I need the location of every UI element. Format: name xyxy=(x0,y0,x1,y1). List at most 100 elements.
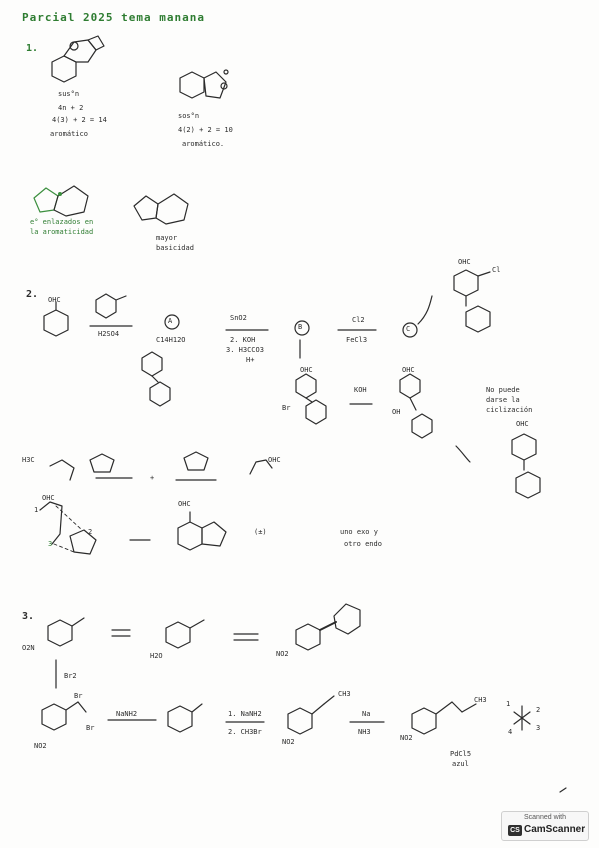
label-adduct-ohc: OHC xyxy=(42,494,55,502)
label-racemic: (±) xyxy=(254,528,267,536)
label-fecl3: FeCl3 xyxy=(346,336,368,344)
note-1-line-4: aromático xyxy=(50,130,88,138)
product-c-structure xyxy=(453,269,491,333)
benzyl-ring xyxy=(95,293,127,319)
label-br2: Br2 xyxy=(64,672,77,680)
circle-a xyxy=(164,314,180,330)
label-frag-2: 2 xyxy=(536,706,541,714)
note-no-cyc-1: No puede xyxy=(486,386,520,394)
label-no2-b: NO2 xyxy=(276,650,289,658)
biphenyl-structure-a xyxy=(141,351,171,407)
label-prod-ohc-da: OHC xyxy=(178,500,191,508)
cyclohexene-product xyxy=(295,603,361,651)
label-br-top: Br xyxy=(74,692,83,700)
label-no2-d: NO2 xyxy=(282,738,295,746)
note-exo-2: otro endo xyxy=(344,540,382,548)
green-note-line-1: e° enlazados en xyxy=(30,218,94,226)
diene-right xyxy=(249,459,273,475)
label-br: Br xyxy=(282,404,291,412)
bicyclic-adduct xyxy=(177,511,227,551)
fused-aromatic-structure-a xyxy=(51,35,105,83)
alkyne-ring xyxy=(165,619,205,649)
label-adduct-3: 3 xyxy=(48,540,53,548)
styrene-ring xyxy=(167,703,203,733)
methylalkyne-ring xyxy=(287,695,335,735)
label-br-bot: Br xyxy=(86,724,95,732)
section-1-number: 1. xyxy=(26,43,39,54)
nitrostyrene-ring xyxy=(47,617,85,647)
note-2-line-3: aromático. xyxy=(182,140,225,148)
note-no-cyc-2: darse la xyxy=(486,396,520,404)
maleic-anhydride-b xyxy=(183,451,209,471)
green-note-line-2: la aromaticidad xyxy=(30,228,94,236)
benzaldehyde-ring xyxy=(43,301,69,337)
bicyclic-structure-plain xyxy=(133,193,189,225)
label-h2so4: H2SO4 xyxy=(98,330,120,338)
label-circle-a: A xyxy=(168,317,173,325)
label-r2-bot: 2. CH3Br xyxy=(228,728,262,736)
note-1-line-3: 4(3) + 2 = 14 xyxy=(52,116,107,124)
label-adduct-2: 2 xyxy=(88,528,93,536)
label-ch3: CH3 xyxy=(338,690,351,698)
label-cl2: Cl2 xyxy=(352,316,365,324)
label-prod-cl: Cl xyxy=(492,266,501,274)
circle-c xyxy=(402,322,418,338)
section-2-number: 2. xyxy=(26,289,39,300)
label-circle-b: B xyxy=(298,323,303,331)
maleic-anhydride-a xyxy=(89,453,115,473)
label-pdcl5: PdCl5 xyxy=(450,750,472,758)
note-2-line-2: 4(2) + 2 = 10 xyxy=(178,126,233,134)
fused-aromatic-structure-b xyxy=(179,69,229,99)
page-mark xyxy=(559,787,567,793)
label-no2-c: NO2 xyxy=(34,742,47,750)
camscanner-logo-icon: CS xyxy=(508,825,522,836)
label-o2n: O2N xyxy=(22,644,35,652)
label-h2o: H2O xyxy=(150,652,163,660)
diene-left xyxy=(49,459,75,481)
intermediate-b-structure xyxy=(295,373,327,425)
note-2-line-1: sos°n xyxy=(178,112,200,120)
dibromide-ring xyxy=(41,701,87,731)
label-prod-ohc: OHC xyxy=(458,258,471,266)
diels-alder-transition xyxy=(39,501,97,555)
basicity-line-2: basicidad xyxy=(156,244,194,252)
label-nanh2: NaNH2 xyxy=(116,710,138,718)
page-title: Parcial 2025 tema manana xyxy=(22,11,205,24)
label-formula: C14H12O xyxy=(156,336,186,344)
label-frag-3: 3 xyxy=(536,724,541,732)
label-ohc-1: OHC xyxy=(48,296,61,304)
label-azul: azul xyxy=(452,760,469,768)
label-na: Na xyxy=(362,710,371,718)
label-cond-h: H+ xyxy=(246,356,255,364)
label-cond-1: SnO2 xyxy=(230,314,247,322)
note-no-cyc-3: ciclización xyxy=(486,406,533,414)
label-ch3-e: CH3 xyxy=(474,696,487,704)
camscanner-brand: CamScanner xyxy=(524,824,586,835)
label-adduct-1: 1 xyxy=(34,506,39,514)
trans-alkene-ring xyxy=(411,701,477,735)
note-1-line-1: sus°n xyxy=(58,90,80,98)
label-plus: + xyxy=(150,474,155,482)
note-exo-1: uno exo y xyxy=(340,528,378,536)
label-b-ohc: OHC xyxy=(300,366,313,374)
label-r2-top: 1. NaNH2 xyxy=(228,710,262,718)
circle-b xyxy=(294,320,310,336)
final-ketone-structure xyxy=(511,433,541,499)
scanned-with-caption: Scanned with xyxy=(523,814,567,821)
label-circle-c: C xyxy=(406,325,411,333)
note-1-line-2: 4n + 2 xyxy=(58,104,84,112)
intermediate-oh-structure xyxy=(399,373,433,439)
alkene-fragment xyxy=(513,705,531,731)
bicyclic-structure-green xyxy=(33,185,89,217)
basicity-line-1: mayor xyxy=(156,234,178,242)
label-frag-4: 4 xyxy=(508,728,513,736)
label-ohc-da: OHC xyxy=(268,456,281,464)
label-oh: OH xyxy=(392,408,401,416)
label-frag-1: 1 xyxy=(506,700,511,708)
camscanner-watermark: Scanned with CS CamScanner xyxy=(501,811,589,841)
label-ohc-2: OHC xyxy=(402,366,415,374)
label-cond-2: 2. KOH xyxy=(230,336,256,344)
section-3-number: 3. xyxy=(22,611,35,622)
